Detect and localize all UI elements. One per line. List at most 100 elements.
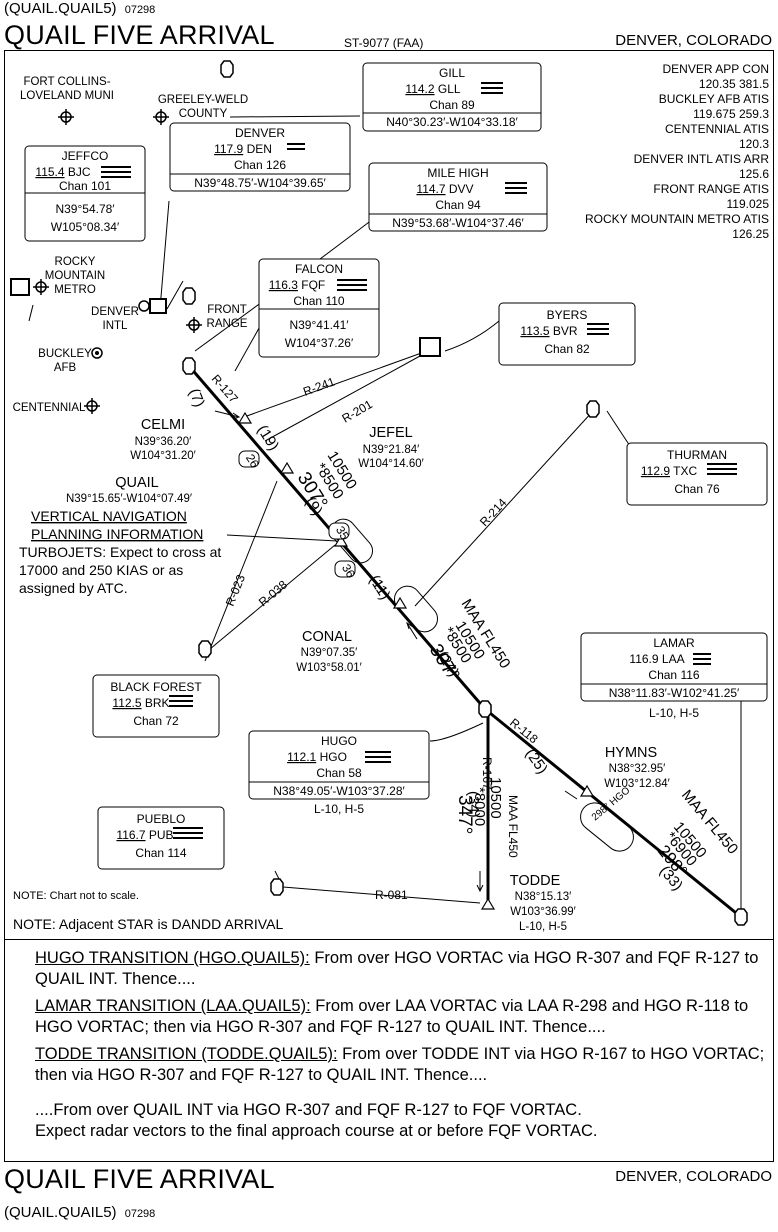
comm-0-freq: 120.35 381.5 xyxy=(699,77,769,91)
jeffco-lat: N39°54.78′ xyxy=(55,202,115,216)
jefel-name: JEFEL xyxy=(369,425,413,441)
falcon-freq-line: 116.3 FQF xyxy=(269,278,325,292)
dist-25: (25) xyxy=(522,746,551,778)
hold-hgo-label: 298° HGO xyxy=(590,785,633,823)
falcon-box xyxy=(258,258,380,358)
pub-vortac-icon xyxy=(270,878,284,896)
alt3-a: 10500 xyxy=(487,777,504,819)
chart-date: 07298 xyxy=(124,4,156,16)
location: DENVER, COLORADO xyxy=(615,32,772,49)
celmi-name: CELMI xyxy=(141,417,185,433)
dist-19: (19) xyxy=(254,422,283,454)
vnav-title: VERTICAL NAVIGATION xyxy=(31,508,187,524)
comm-3-name: DENVER INTL ATIS ARR xyxy=(634,152,770,166)
lamar-charts: L-10, H-5 xyxy=(649,706,699,720)
r201-label: R-201 xyxy=(340,397,376,426)
byers-chan: Chan 82 xyxy=(544,342,590,356)
hugo-transition-text: From over HGO VORTAC via HGO R-307 and F… xyxy=(35,949,759,988)
laa-vortac-icon xyxy=(734,908,748,926)
note-scale: NOTE: Chart not to scale. xyxy=(13,890,139,902)
byers-name: BYERS xyxy=(547,308,588,322)
hymns-lon: W103°12.84′ xyxy=(604,778,670,790)
denintl-label-2: INTL xyxy=(103,320,129,332)
comm-2-name: CENTENNIAL ATIS xyxy=(665,122,769,136)
hugo-chan: Chan 58 xyxy=(316,766,362,780)
buckley-label-2: AFB xyxy=(54,362,77,374)
footer-code: (QUAIL.QUAIL5) 07298 xyxy=(4,1204,155,1221)
blackforest-name: BLACK FOREST xyxy=(110,680,202,694)
conal-fix-icon xyxy=(392,596,408,609)
byers-freq-line: 113.5 BVR xyxy=(520,324,577,338)
jeffco-freq-line: 115.4 BJC xyxy=(35,165,90,179)
lamar-freq-line: 116.9 LAA xyxy=(629,652,684,666)
falcon-lat: N39°41.41′ xyxy=(289,318,349,332)
conal-lon: W103°58.01′ xyxy=(296,662,362,674)
rocky-label: ROCKY xyxy=(55,256,96,268)
fortcollins-label-2: LOVELAND MUNI xyxy=(20,90,114,102)
thurman-chan: Chan 76 xyxy=(674,482,720,496)
todde-name: TODDE xyxy=(510,873,561,889)
hugo-transition: HUGO TRANSITION (HGO.QUAIL5): From over … xyxy=(35,948,773,990)
pueblo-box xyxy=(97,806,225,870)
alt3-c: 347° xyxy=(454,795,475,834)
lamar-transition: LAMAR TRANSITION (LAA.QUAIL5): From over… xyxy=(35,996,773,1038)
r127-label: R-127 xyxy=(209,372,241,406)
frontrange-label-2: RANGE xyxy=(207,318,248,330)
denver-freq-line: 117.9 DEN xyxy=(214,142,272,156)
milehigh-name: MILE HIGH xyxy=(427,166,488,180)
todde-fix-icon xyxy=(480,897,496,910)
comm-1-name: BUCKLEY AFB ATIS xyxy=(659,92,769,106)
pueblo-chan: Chan 114 xyxy=(135,846,186,860)
greeley-label: GREELEY-WELD xyxy=(158,94,248,106)
r038-label: R-038 xyxy=(256,577,290,609)
hymns-fix-icon xyxy=(579,784,595,797)
falcon-lon: W104°37.26′ xyxy=(285,336,354,350)
denintl-label: DENVER xyxy=(91,306,139,318)
vnav-text-2: 17000 and 250 KIAS or as xyxy=(19,562,183,578)
centennial-label: CENTENNIAL xyxy=(13,402,86,414)
chart-id: ST-9077 (FAA) xyxy=(344,36,424,50)
footer-title: QUAIL FIVE ARRIVAL xyxy=(4,1164,275,1194)
page-title: QUAIL FIVE ARRIVAL xyxy=(4,20,275,50)
milehigh-chan: Chan 94 xyxy=(435,198,481,212)
fqf-vortac-icon xyxy=(182,357,196,375)
greeley-label-2: COUNTY xyxy=(179,108,228,120)
hugo-coords: N38°49.05′-W103°37.28′ xyxy=(273,784,405,798)
final-note-2: Expect radar vectors to the final approa… xyxy=(35,1122,598,1140)
buckley-label: BUCKLEY xyxy=(38,348,92,360)
celmi-lon: W104°31.20′ xyxy=(130,450,196,462)
todde-transition: TODDE TRANSITION (TODDE.QUAIL5): From ov… xyxy=(35,1044,773,1086)
transitions-panel: HUGO TRANSITION (HGO.QUAIL5): From over … xyxy=(4,940,774,1162)
jefel-lat: N39°21.84′ xyxy=(363,444,420,456)
comm-5-freq: 126.25 xyxy=(732,227,769,241)
hgo-vortac-icon xyxy=(478,700,492,718)
todde-lat: N38°15.13′ xyxy=(515,891,572,903)
brk-vortac-icon xyxy=(198,640,212,658)
hugo-transition-title: HUGO TRANSITION (HGO.QUAIL5): xyxy=(35,949,310,967)
lamar-chan: Chan 116 xyxy=(648,668,699,682)
comm-5-name: ROCKY MOUNTAIN METRO ATIS xyxy=(585,212,769,226)
denver-name: DENVER xyxy=(235,126,285,140)
comm-2-freq: 120.3 xyxy=(739,137,769,151)
gill-coords: N40°30.23′-W104°33.18′ xyxy=(386,115,518,129)
pueblo-name: PUEBLO xyxy=(137,812,186,826)
todde-transition-title: TODDE TRANSITION (TODDE.QUAIL5): xyxy=(35,1045,338,1063)
blackforest-chan: Chan 72 xyxy=(133,714,179,728)
comm-4-name: FRONT RANGE ATIS xyxy=(653,182,769,196)
celmi-lat: N39°36.20′ xyxy=(135,436,192,448)
quail-fix-icon xyxy=(333,534,349,547)
lamar-transition-text: From over LAA VORTAC via LAA R-298 and H… xyxy=(35,997,749,1036)
note-adjacent: NOTE: Adjacent STAR is DANDD ARRIVAL xyxy=(13,916,283,932)
lamar-transition-title: LAMAR TRANSITION (LAA.QUAIL5): xyxy=(35,997,311,1015)
r081-label: R-081 xyxy=(375,888,408,902)
gill-freq-line: 114.2 GLL xyxy=(405,82,460,96)
procedure-code: (QUAIL.QUAIL5) xyxy=(4,0,117,17)
denintl-airport-icon xyxy=(138,300,150,312)
final-note: ....From over QUAIL INT via HGO R-307 an… xyxy=(35,1101,582,1119)
r214-label: R-214 xyxy=(477,495,510,529)
gill-chan: Chan 89 xyxy=(429,98,475,112)
hugo-charts: L-10, H-5 xyxy=(314,802,364,816)
conal-lat: N39°07.35′ xyxy=(301,647,358,659)
jefel-lon: W104°14.60′ xyxy=(358,458,424,470)
todde-charts: L-10, H-5 xyxy=(519,921,567,933)
